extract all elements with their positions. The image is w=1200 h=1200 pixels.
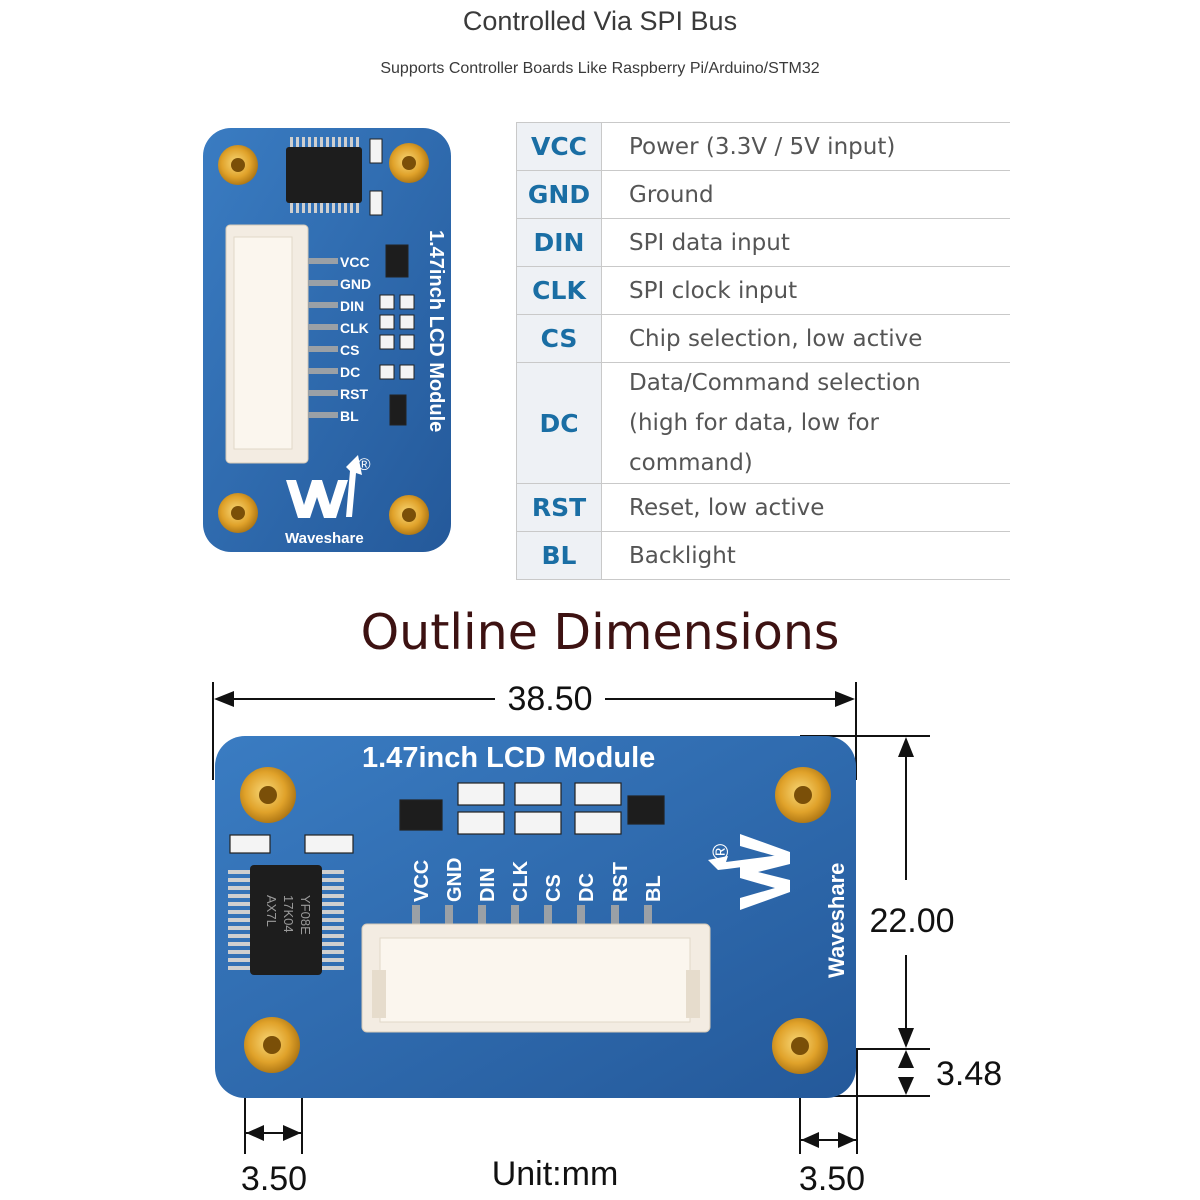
pin-description: Power (3.3V / 5V input) — [601, 122, 1010, 171]
pin-description: Data/Command selection (high for data, lo… — [601, 362, 1010, 484]
pin-description-line: Data/Command selection — [629, 370, 921, 396]
silk-pin-vcc: VCC — [340, 254, 370, 270]
silk-pin-rst: RST — [610, 862, 632, 902]
outline-title: Outline Dimensions — [360, 604, 840, 661]
waveshare-logo-icon — [286, 455, 362, 518]
silkscreen-pin-labels: VCC GND DIN CLK CS DC RST BL — [340, 254, 371, 424]
pin-row: DC Data/Command selection (high for data, … — [516, 362, 1010, 484]
pin-name: GND — [516, 170, 602, 219]
pin-description: Reset, low active — [601, 483, 1010, 532]
pin-header-connector-horizontal — [361, 905, 711, 1033]
unit-label: Unit:mm — [492, 1155, 619, 1193]
silk-pin-din: DIN — [340, 298, 364, 314]
header-title: Controlled Via SPI Bus — [462, 6, 738, 36]
silk-pin-clk: CLK — [340, 320, 369, 336]
dimension-hole-offset-right: 3.50 — [799, 1160, 865, 1198]
dimension-hole-offset-y: 3.48 — [936, 1055, 1002, 1093]
dimension-height: 22.00 — [869, 902, 954, 940]
pin-description-line: (high for data, low for command) — [629, 410, 880, 476]
pin-description: SPI clock input — [601, 266, 1010, 315]
pin-description: Chip selection, low active — [601, 314, 1010, 363]
pin-name: DC — [516, 362, 602, 484]
silk-pin-clk: CLK — [510, 860, 532, 902]
pin-name: CLK — [516, 266, 602, 315]
dimension-hole-offset-left: 3.50 — [241, 1160, 307, 1198]
smd-components-horizontal — [229, 782, 665, 854]
pin-description: SPI data input — [601, 218, 1010, 267]
dimension-width: 38.50 — [507, 680, 592, 718]
pin-description: Backlight — [601, 531, 1010, 580]
pin-name: VCC — [516, 122, 602, 171]
registered-mark-horizontal: ® — [708, 844, 733, 860]
smd-components — [369, 138, 415, 426]
brand-name-horizontal: Waveshare — [824, 863, 849, 978]
silk-pin-bl: BL — [643, 875, 665, 902]
pin-name: CS — [516, 314, 602, 363]
waveshare-logo-icon-horizontal — [708, 834, 790, 910]
silk-pin-din: DIN — [477, 868, 499, 902]
mounting-holes-horizontal — [240, 767, 831, 1074]
silk-pin-dc: DC — [576, 873, 598, 902]
chip-marking: 17K04 — [281, 895, 296, 933]
silk-pin-gnd: GND — [444, 858, 466, 902]
pin-header-connector — [225, 224, 338, 464]
chip-marking: YF08E — [298, 895, 313, 935]
pin-name: BL — [516, 531, 602, 580]
silk-pin-vcc: VCC — [411, 860, 433, 902]
driver-chip — [286, 137, 362, 213]
silk-pin-cs: CS — [543, 874, 565, 902]
pin-name: DIN — [516, 218, 602, 267]
header-subtitle: Supports Controller Boards Like Raspberr… — [380, 60, 820, 77]
board-label-vertical: 1.47inch LCD Module — [425, 230, 447, 432]
outline-drawing: 1.47inch LCD Module YF08E 17K04 AX7L VCC… — [212, 680, 1002, 1198]
silk-pin-rst: RST — [340, 386, 368, 402]
chip-marking: AX7L — [264, 895, 279, 927]
registered-mark: ® — [358, 455, 371, 474]
silk-pin-dc: DC — [340, 364, 360, 380]
board-label-horizontal: 1.47inch LCD Module — [362, 742, 655, 774]
pin-description: Ground — [601, 170, 1010, 219]
mounting-holes — [218, 143, 429, 535]
pin-name: RST — [516, 483, 602, 532]
brand-name: Waveshare — [285, 530, 364, 547]
silk-pin-cs: CS — [340, 342, 359, 358]
silk-pin-labels-horizontal: VCC GND DIN CLK CS DC RST BL — [411, 858, 665, 902]
board-photo-top: VCC GND DIN CLK CS DC RST BL 1.47inch LC… — [203, 128, 451, 552]
silk-pin-gnd: GND — [340, 276, 371, 292]
silk-pin-bl: BL — [340, 408, 359, 424]
driver-chip-horizontal: YF08E 17K04 AX7L — [228, 865, 344, 975]
